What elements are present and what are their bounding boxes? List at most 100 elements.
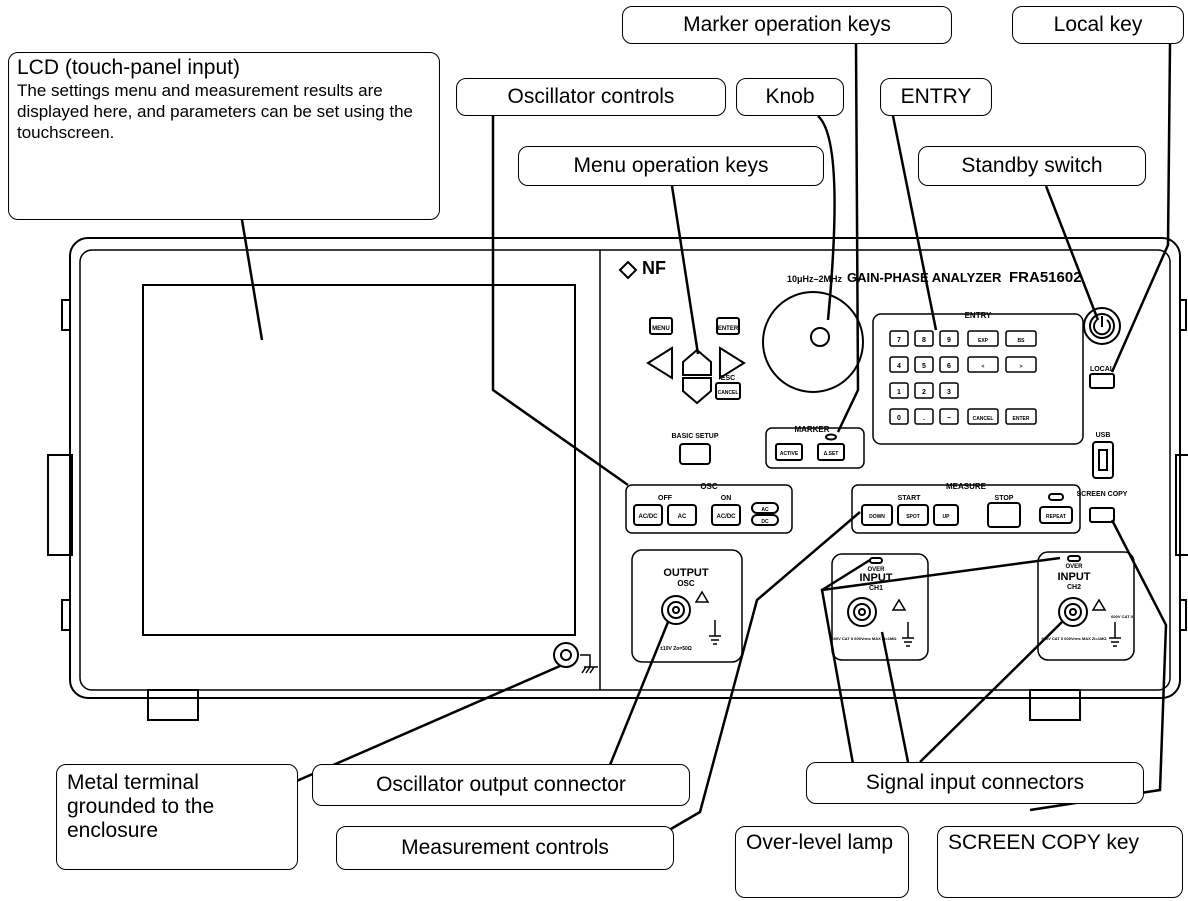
brand-text: NF [642, 258, 666, 278]
keypad-key-label: 7 [897, 337, 901, 344]
arrow-left-key[interactable] [646, 346, 673, 380]
screen-copy-key[interactable] [1089, 507, 1115, 523]
keypad-key-label: 4 [897, 363, 901, 370]
instrument-chassis [69, 237, 1181, 699]
keypad-key-label: < [982, 364, 985, 370]
ch2-over-label: OVER [1065, 564, 1083, 570]
callout-screen-copy-key: SCREEN COPY key [937, 826, 1183, 898]
repeat-lamp [1048, 493, 1064, 501]
basic-setup-label: BASIC SETUP [671, 433, 718, 440]
measure-start-label: START [898, 495, 922, 502]
measure-stop-key[interactable] [987, 502, 1021, 528]
callout-oscillator-controls: Oscillator controls [456, 78, 726, 116]
marker-set-label: Δ.SET [824, 451, 839, 457]
keypad-key[interactable] [1005, 330, 1037, 347]
screen-copy-label: SCREEN COPY [1077, 491, 1128, 498]
keypad-key[interactable] [939, 330, 959, 347]
osc-off-acdc-label: AC/DC [639, 514, 659, 520]
osc-on-acdc-key[interactable] [711, 504, 741, 526]
cancel-key-label: CANCEL [718, 390, 739, 396]
marker-set-key[interactable] [817, 443, 845, 461]
cancel-key[interactable] [715, 382, 741, 400]
ch1-over-lamp [869, 557, 883, 564]
keypad-key[interactable] [914, 382, 934, 399]
output-sub-label: OSC [677, 579, 695, 588]
basic-setup-key[interactable] [679, 443, 711, 465]
keypad-key[interactable] [889, 330, 909, 347]
output-spec: ±10V Zo=50Ω [660, 646, 692, 652]
measure-stop-label: STOP [995, 495, 1014, 502]
osc-group [625, 484, 793, 534]
callout-lcd-body: The settings menu and measurement result… [17, 81, 413, 142]
keypad-key[interactable] [939, 382, 959, 399]
ch2-input-spec: 600V CAT II 600Vrms MAX Zi=1MΩ [1041, 636, 1107, 641]
osc-off-ac-key[interactable] [667, 504, 697, 526]
keypad-key-label: ENTER [1013, 416, 1030, 422]
output-panel [631, 549, 743, 663]
rotary-knob[interactable] [762, 291, 864, 393]
measure-repeat-key[interactable] [1039, 506, 1073, 524]
keypad-key[interactable] [1005, 408, 1037, 425]
measure-spot-key[interactable] [897, 504, 929, 526]
osc-off-acdc-key[interactable] [633, 504, 663, 526]
ch1-input-connector [847, 597, 877, 627]
keypad-key[interactable] [967, 356, 999, 373]
ch2-sub-label: CH2 [1067, 584, 1081, 591]
ch2-input-label: INPUT [1058, 571, 1091, 583]
input-ch2-panel [1037, 551, 1135, 661]
local-key[interactable] [1089, 373, 1115, 389]
model-text: FRA51602 [1009, 269, 1082, 286]
local-key-label: LOCAL [1090, 366, 1115, 373]
keypad-key[interactable] [914, 408, 934, 425]
keypad-key[interactable] [939, 408, 959, 425]
keypad-key-label: 3 [947, 389, 951, 396]
callout-signal-input-connectors: Signal input connectors [806, 762, 1144, 804]
keypad-key-label: 9 [947, 337, 951, 344]
keypad-key[interactable] [914, 330, 934, 347]
arrow-right-key[interactable] [719, 346, 746, 380]
keypad-key[interactable] [889, 356, 909, 373]
arrow-up-key[interactable] [682, 348, 712, 376]
measure-down-key[interactable] [861, 504, 893, 526]
keypad-key-label: > [1020, 364, 1023, 370]
keypad-key-label: EXP [978, 338, 989, 344]
keypad-key[interactable] [914, 356, 934, 373]
marker-active-label: ACTIVE [780, 451, 799, 457]
right-handle [1175, 454, 1188, 556]
left-bracket-bottom [61, 599, 70, 631]
keypad-key[interactable] [967, 408, 999, 425]
osc-ac-lamp [751, 502, 779, 514]
keypad-key-label: 5 [922, 363, 926, 370]
measure-up-key[interactable] [933, 504, 959, 526]
measure-up-label: UP [943, 514, 951, 520]
osc-dc-lamp [751, 514, 779, 526]
arrow-down-key[interactable] [682, 377, 712, 405]
right-foot [1029, 689, 1081, 721]
callout-entry: ENTRY [880, 78, 992, 116]
callout-measurement-controls: Measurement controls [336, 826, 674, 870]
ch1-sub-label: CH1 [869, 585, 883, 592]
output-label: OUTPUT [663, 567, 709, 579]
standby-switch[interactable] [1083, 307, 1121, 345]
keypad-key[interactable] [939, 356, 959, 373]
keypad-key-label: BS [1018, 338, 1026, 344]
keypad-key-label: 8 [922, 337, 926, 344]
oscillator-output-connector [661, 595, 691, 625]
callout-oscillator-output-connector: Oscillator output connector [312, 764, 690, 806]
keypad-key[interactable] [889, 408, 909, 425]
keypad-key-label: . [923, 415, 925, 422]
menu-key[interactable] [649, 317, 673, 335]
osc-dc-lamp-label: DC [761, 519, 769, 525]
menu-key-label: MENU [652, 326, 670, 332]
keypad-key[interactable] [967, 330, 999, 347]
enter-key[interactable] [716, 317, 740, 335]
marker-active-key[interactable] [775, 443, 803, 461]
keypad-key-label: − [947, 415, 951, 422]
callout-metal-terminal: Metal terminal grounded to the enclosure [56, 764, 298, 870]
keypad-key[interactable] [889, 382, 909, 399]
marker-group [765, 427, 865, 469]
ch2-input-connector [1058, 597, 1088, 627]
keypad-key[interactable] [1005, 356, 1037, 373]
callout-lcd: LCD (touch-panel input) The settings men… [8, 52, 440, 220]
